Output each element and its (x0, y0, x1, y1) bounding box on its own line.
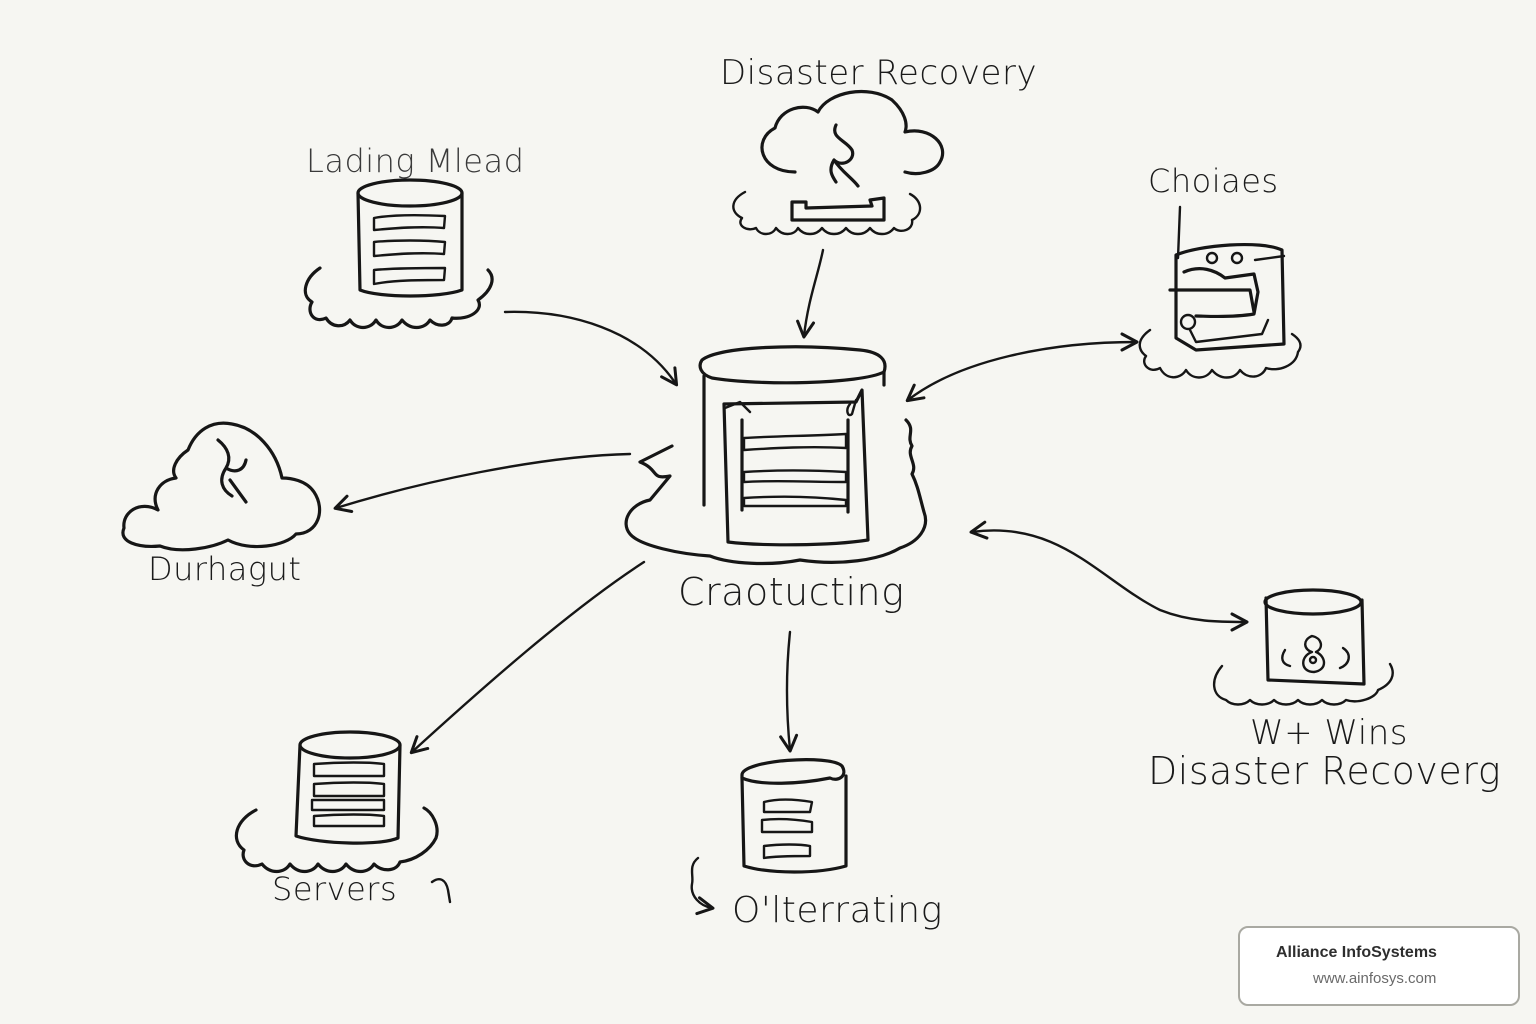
edge-center-to-servers (409, 560, 646, 755)
company-name: Alliance InfoSystems (1276, 944, 1437, 961)
node-disaster-recovery-top: Disaster Recovery (720, 53, 1037, 339)
server-rack-icon (1138, 242, 1302, 379)
node-label: Durhagut (148, 550, 301, 588)
database-icon (303, 178, 494, 330)
node-label: Disaster Recovery (720, 53, 1037, 93)
node-label: Servers (272, 870, 397, 908)
node-label: Craotucting (678, 570, 904, 614)
edge-center-wins-bidirectional (969, 520, 1249, 632)
label-flourish (430, 878, 452, 904)
node-choiaes: Choiaes (1138, 162, 1302, 379)
label-pointer (1176, 205, 1182, 260)
node-lading-mlead: Lading Mlead (303, 142, 679, 387)
node-olterrating: O'lterrating (690, 758, 943, 931)
edge-center-choiaes-bidirectional (905, 332, 1139, 403)
node-label: Lading Mlead (306, 142, 524, 180)
company-url[interactable]: www.ainfosys.com (1313, 970, 1437, 987)
node-craotucting-center: Craotucting (624, 345, 928, 614)
database-server-icon (624, 345, 928, 566)
database-icon (740, 758, 848, 874)
node-label-line1: W+ Wins (1250, 713, 1408, 753)
locked-database-icon (1213, 588, 1394, 706)
node-label: Choiaes (1148, 162, 1279, 200)
edge-center-to-olterrating (779, 630, 799, 753)
label-pointer (690, 856, 715, 916)
node-label-line2: Disaster Recoverg (1148, 749, 1501, 793)
node-wins-disaster-recovery: W+ Wins Disaster Recoverg (1148, 588, 1501, 793)
node-label: O'lterrating (732, 890, 943, 931)
node-durhagut: Durhagut (121, 421, 322, 588)
cloud-backup-icon (732, 89, 945, 236)
watermark-card: Alliance InfoSystems www.ainfosys.com (1238, 926, 1520, 1006)
node-servers: Servers (234, 730, 452, 908)
edge-center-to-durhagut (333, 452, 632, 514)
edge-lading-mlead-to-center (503, 310, 679, 387)
edge-top-to-center (796, 248, 825, 339)
cloud-icon (121, 421, 322, 552)
database-icon (234, 730, 439, 874)
